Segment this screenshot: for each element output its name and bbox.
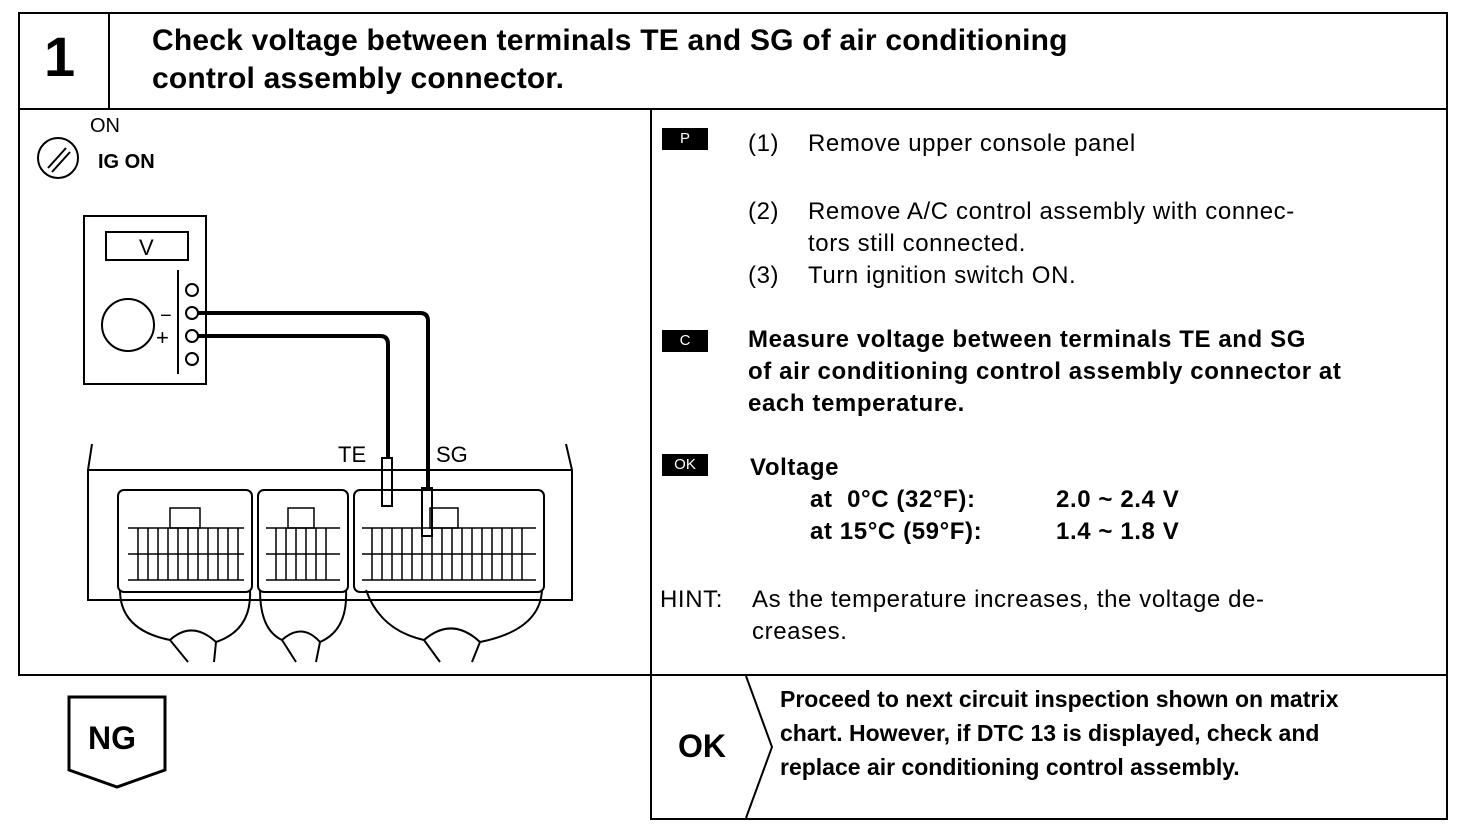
- step1-text: Remove upper console panel: [808, 130, 1136, 157]
- meter-minus-label: −: [160, 305, 172, 327]
- voltage-row1-temp: at 0°C (32°F):: [810, 486, 976, 513]
- step1-number: (1): [748, 130, 780, 157]
- meter-plus-label: +: [156, 325, 169, 350]
- ignition-ig-on-label: IG ON: [98, 151, 155, 173]
- voltage-row1-value: 2.0 ~ 2.4 V: [1056, 486, 1180, 513]
- ng-result-label: NG: [88, 720, 136, 756]
- tag-ok: OK: [662, 454, 708, 476]
- voltage-title: Voltage: [750, 454, 840, 481]
- measure-text-line1: Measure voltage between terminals TE and…: [748, 326, 1306, 353]
- hint-text-line2: creases.: [752, 618, 848, 645]
- tag-p: P: [662, 128, 708, 150]
- step-title-line2: control assembly connector.: [152, 62, 565, 95]
- voltmeter-icon: [83, 215, 207, 385]
- ok-result-text-line3: replace air conditioning control assembl…: [780, 754, 1240, 780]
- voltage-row2-temp: at 15°C (59°F):: [810, 518, 983, 545]
- control-assembly-connector: [87, 443, 573, 663]
- ignition-on-label: ON: [90, 115, 120, 137]
- step2-text-line1: Remove A/C control assembly with connec-: [808, 198, 1295, 225]
- step2-text-line2: tors still connected.: [808, 230, 1027, 257]
- ok-result-arrow: [745, 676, 774, 818]
- terminal-sg-label: SG: [436, 442, 468, 467]
- ng-result-icon: [67, 695, 167, 789]
- ok-result-text-line2: chart. However, if DTC 13 is displayed, …: [780, 720, 1320, 746]
- tag-c: C: [662, 330, 708, 352]
- step-number-divider: [108, 12, 110, 110]
- hint-label: HINT:: [660, 586, 723, 613]
- ok-result-text-line1: Proceed to next circuit inspection shown…: [780, 686, 1339, 712]
- measure-text-line3: each temperature.: [748, 390, 965, 417]
- step3-text: Turn ignition switch ON.: [808, 262, 1077, 289]
- step2-number: (2): [748, 198, 780, 225]
- ok-result-box: [650, 674, 1448, 820]
- hint-text-line1: As the temperature increases, the voltag…: [752, 586, 1265, 613]
- measure-text-line2: of air conditioning control assembly con…: [748, 358, 1342, 385]
- step-title-line1: Check voltage between terminals TE and S…: [152, 24, 1068, 57]
- voltage-row2-value: 1.4 ~ 1.8 V: [1056, 518, 1180, 545]
- step3-number: (3): [748, 262, 780, 289]
- ignition-key-icon: [37, 137, 79, 179]
- meter-unit-label: V: [139, 235, 154, 260]
- terminal-te-label: TE: [338, 442, 366, 467]
- step-number: 1: [44, 25, 76, 88]
- ok-result-label: OK: [678, 728, 726, 764]
- measurement-diagram: ON IG ON V − + TE SG: [37, 115, 573, 663]
